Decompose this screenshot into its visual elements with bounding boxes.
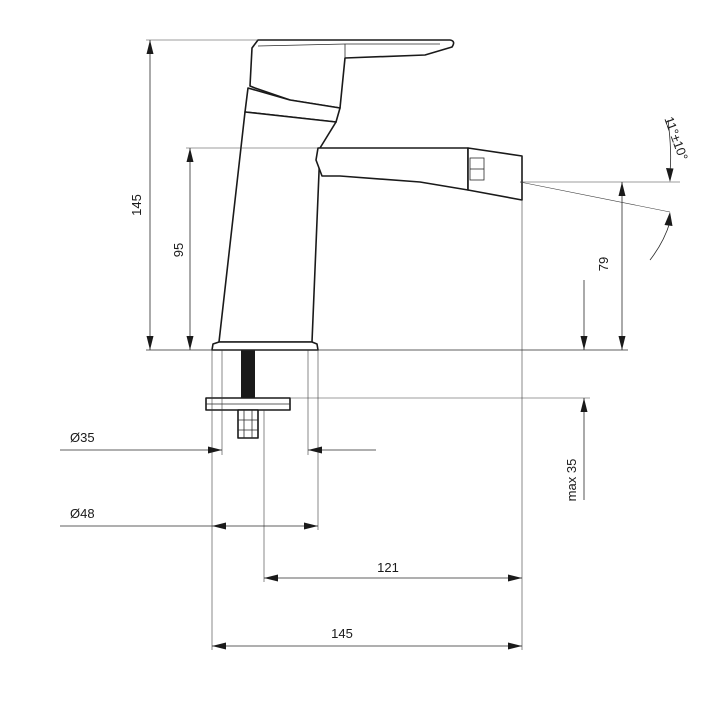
faucet-body	[218, 111, 337, 343]
bidet-faucet	[205, 39, 523, 439]
cartridge-collar	[244, 87, 341, 123]
max-thickness-label: max 35	[564, 459, 579, 502]
dimension-lines	[60, 40, 674, 650]
total-height-label: 145	[129, 194, 144, 216]
mounting-rod	[241, 350, 255, 410]
lever-handle	[249, 39, 455, 109]
total-length-label: 145	[331, 626, 353, 641]
base-flange	[211, 341, 319, 351]
base-diameter-label: Ø48	[70, 506, 95, 521]
dimension-labels: 145 95 79 max 35 11°±10° Ø35 Ø48 121 145	[70, 115, 691, 641]
outlet-height-label: 79	[596, 257, 611, 271]
spout	[315, 147, 469, 191]
aerator-nozzle	[467, 147, 523, 201]
spray-angle-label: 11°±10°	[661, 115, 691, 163]
inner-diameter-label: Ø35	[70, 430, 95, 445]
fixing-nut	[237, 409, 259, 439]
spout-height-label: 95	[171, 243, 186, 257]
spout-reach-label: 121	[377, 560, 399, 575]
extension-lines	[146, 39, 680, 650]
